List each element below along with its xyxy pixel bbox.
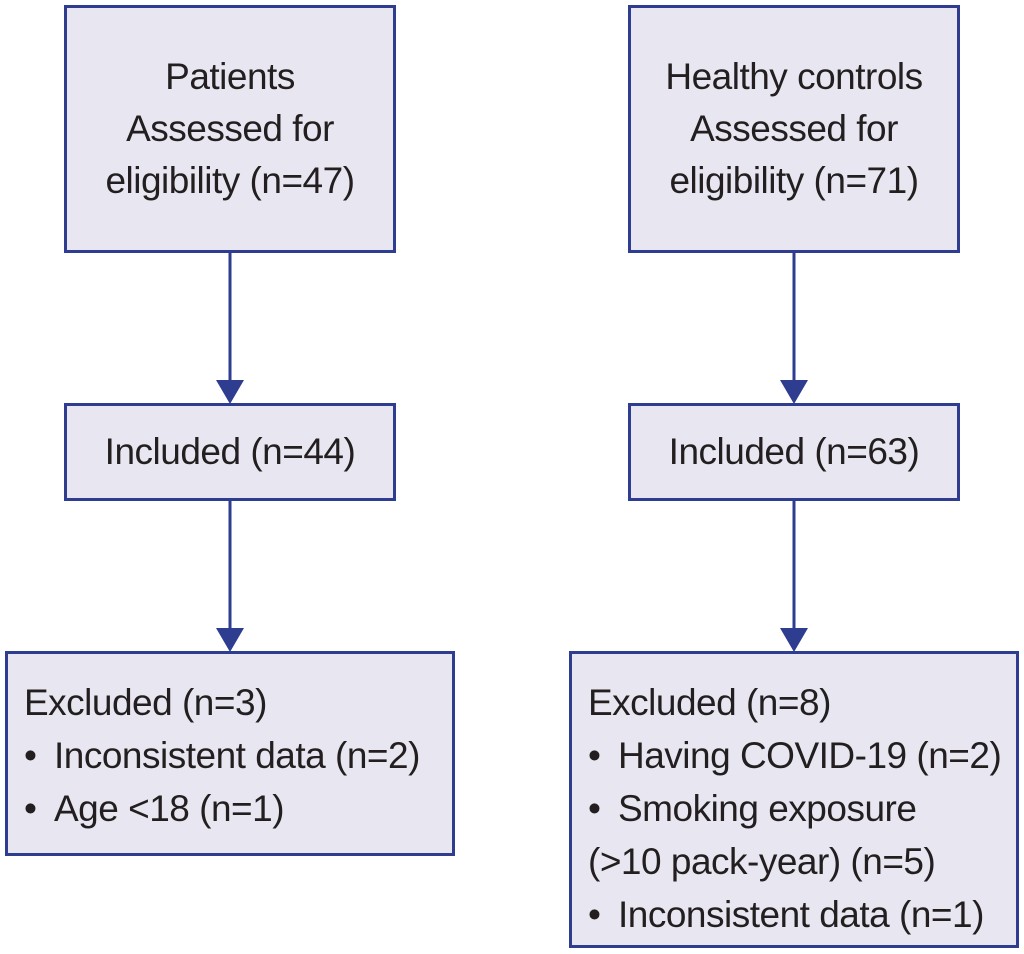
controls-assessed-box: Healthy controls Assessed for eligibilit… bbox=[628, 5, 960, 253]
bullet-icon: • bbox=[24, 735, 37, 776]
controls-excluded-reason-text: Inconsistent data (n=1) bbox=[618, 894, 984, 935]
controls-excluded-reason-text: Smoking exposure bbox=[618, 788, 917, 829]
arrowhead-patients-excluded bbox=[216, 628, 244, 652]
patients-excluded-reason: • Age <18 (n=1) bbox=[24, 782, 452, 835]
patients-excluded-reason-text: Inconsistent data (n=2) bbox=[54, 735, 420, 776]
bullet-icon: • bbox=[588, 788, 601, 829]
patients-excluded-title: Excluded (n=3) bbox=[24, 682, 267, 723]
patients-included-box: Included (n=44) bbox=[64, 403, 396, 501]
controls-assessed-line-3: eligibility (n=71) bbox=[669, 160, 919, 201]
controls-excluded-title: Excluded (n=8) bbox=[588, 682, 831, 723]
arrowhead-patients-included bbox=[216, 380, 244, 404]
arrowhead-controls-excluded bbox=[780, 628, 808, 652]
patients-excluded-reason: • Inconsistent data (n=2) bbox=[24, 729, 452, 782]
arrowhead-controls-included bbox=[780, 380, 808, 404]
controls-assessed-line-1: Healthy controls bbox=[665, 56, 923, 97]
controls-excluded-reason: • Inconsistent data (n=1) bbox=[588, 888, 1016, 941]
controls-included-label: Included (n=63) bbox=[668, 431, 920, 472]
patients-excluded-box: Excluded (n=3) •Inconsistent data (n=2) … bbox=[5, 651, 455, 856]
bullet-icon: • bbox=[588, 894, 601, 935]
controls-excluded-reason: • Having COVID-19 (n=2) bbox=[588, 729, 1016, 782]
bullet-icon: • bbox=[24, 788, 37, 829]
controls-excluded-box: Excluded (n=8) • Having COVID-19 (n=2) • S… bbox=[569, 651, 1019, 948]
patients-included-label: Included (n=44) bbox=[104, 431, 356, 472]
controls-assessed-line-2: Assessed for bbox=[690, 108, 898, 149]
patients-assessed-line-1: Patients bbox=[165, 56, 295, 97]
controls-excluded-reason: • Smoking exposure bbox=[588, 782, 1016, 835]
bullet-icon: • bbox=[588, 735, 601, 776]
patients-assessed-line-3: eligibility (n=47) bbox=[105, 160, 355, 201]
controls-included-box: Included (n=63) bbox=[628, 403, 960, 501]
controls-excluded-reason-text: Having COVID-19 (n=2) bbox=[618, 735, 1002, 776]
patients-assessed-box: Patients Assessed for eligibility (n=47) bbox=[64, 5, 396, 253]
patients-assessed-line-2: Assessed for bbox=[126, 108, 334, 149]
patients-excluded-reason-text: Age <18 (n=1) bbox=[54, 788, 285, 829]
controls-excluded-reason-continuation: (>10 pack-year) (n=5) bbox=[588, 841, 936, 882]
